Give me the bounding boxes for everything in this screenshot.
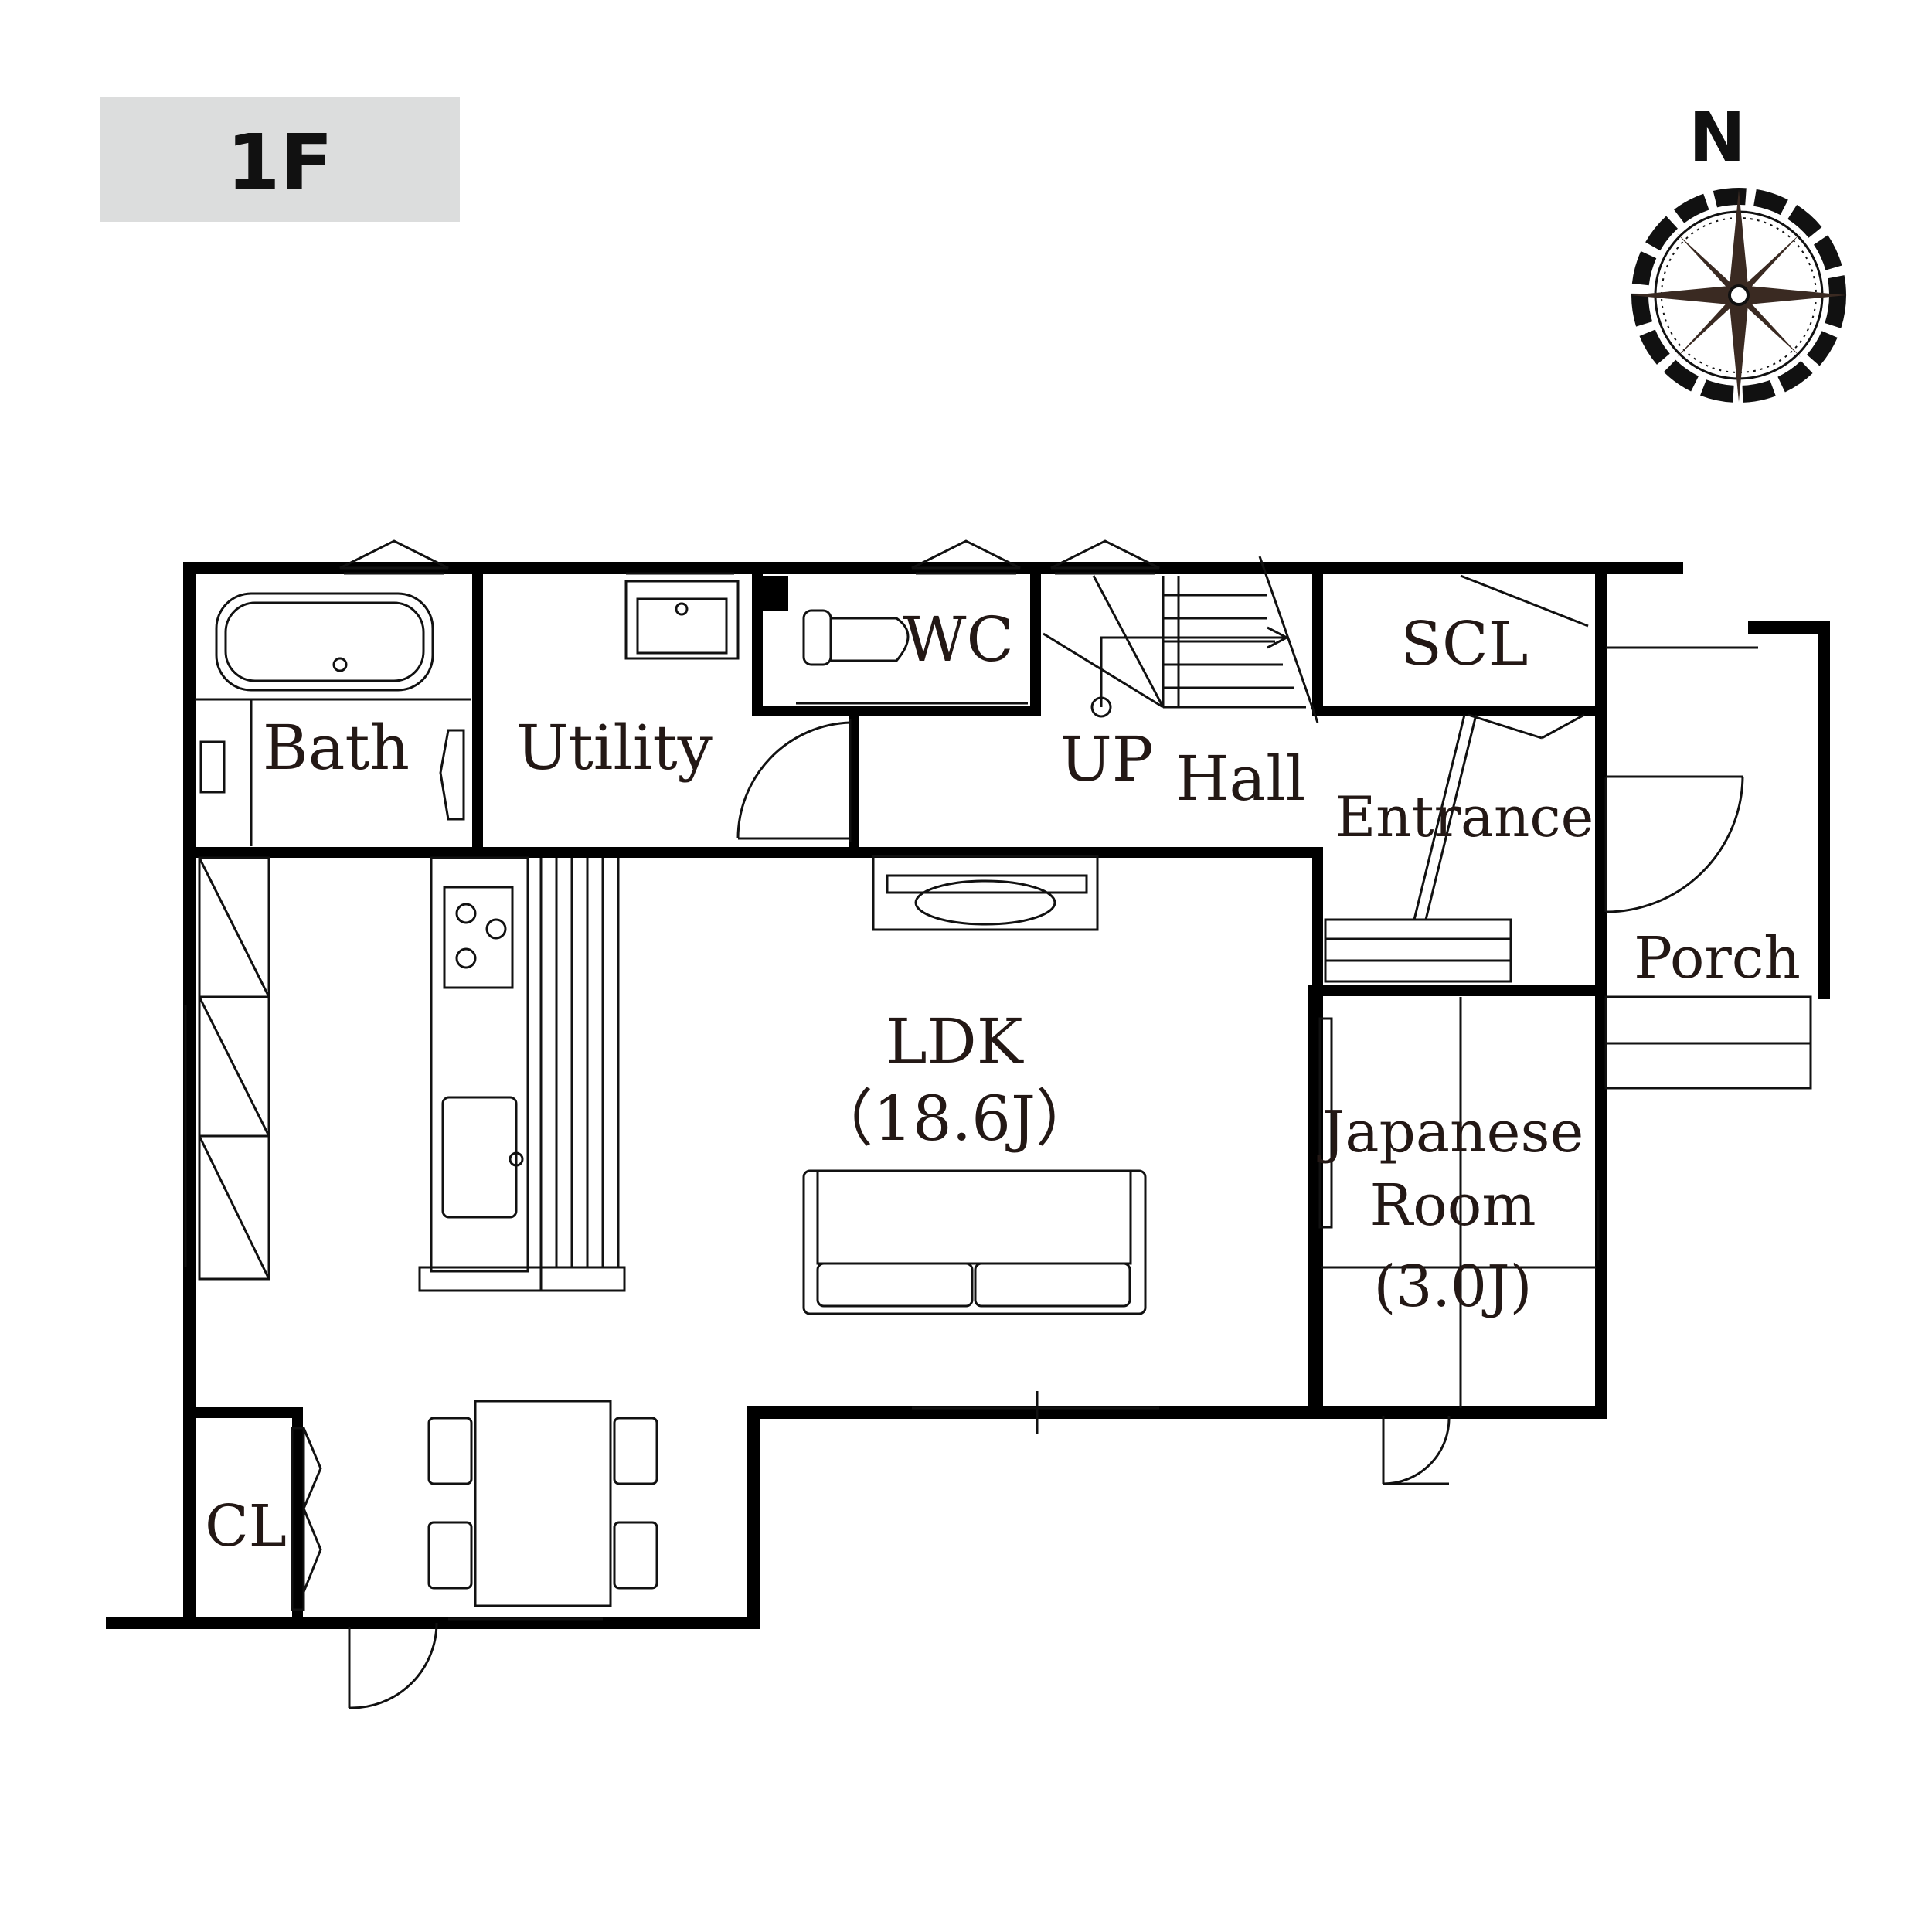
utility-door-icon [736,719,852,842]
dining-table-icon [427,1400,658,1607]
japanese-room-tatami [1318,997,1596,1485]
stairs [1043,556,1319,723]
sofa-icon [802,1169,1147,1315]
tv-icon [872,855,1099,931]
label-japanese-1: Japanese [1317,1099,1584,1165]
walls [106,562,1830,1629]
washbasin-icon [624,580,740,660]
scl-fixtures [1324,574,1589,983]
label-entrance: Entrance [1335,784,1594,849]
north-label: N [1689,97,1746,177]
label-utility: Utility [516,712,713,784]
label-bath: Bath [263,712,410,784]
label-hall: Hall [1175,743,1306,815]
label-wc: WC [903,604,1013,675]
bathtub-icon [195,592,471,846]
door-icons [291,1427,438,1709]
porch-fixtures [1604,646,1812,1090]
label-japanese-2: Room [1370,1172,1536,1239]
label-porch: Porch [1634,925,1801,992]
toilet-icon [796,609,1028,705]
floor-label: 1F [226,117,333,208]
label-ldk: LDK [886,1005,1023,1077]
label-cl: CL [205,1493,287,1560]
label-up: UP [1060,723,1153,795]
compass-rose-icon: N [1631,97,1847,403]
kitchen-counter [198,856,626,1292]
windows [184,539,1600,1621]
label-japanese-size: (3.0J) [1373,1253,1532,1320]
room-labels: Bath Utility WC UP Hall SCL Entrance Por… [205,604,1801,1560]
label-scl: SCL [1401,610,1529,679]
floor-badge: 1F [100,97,460,222]
label-ldk-size: （18.6J） [811,1083,1097,1155]
